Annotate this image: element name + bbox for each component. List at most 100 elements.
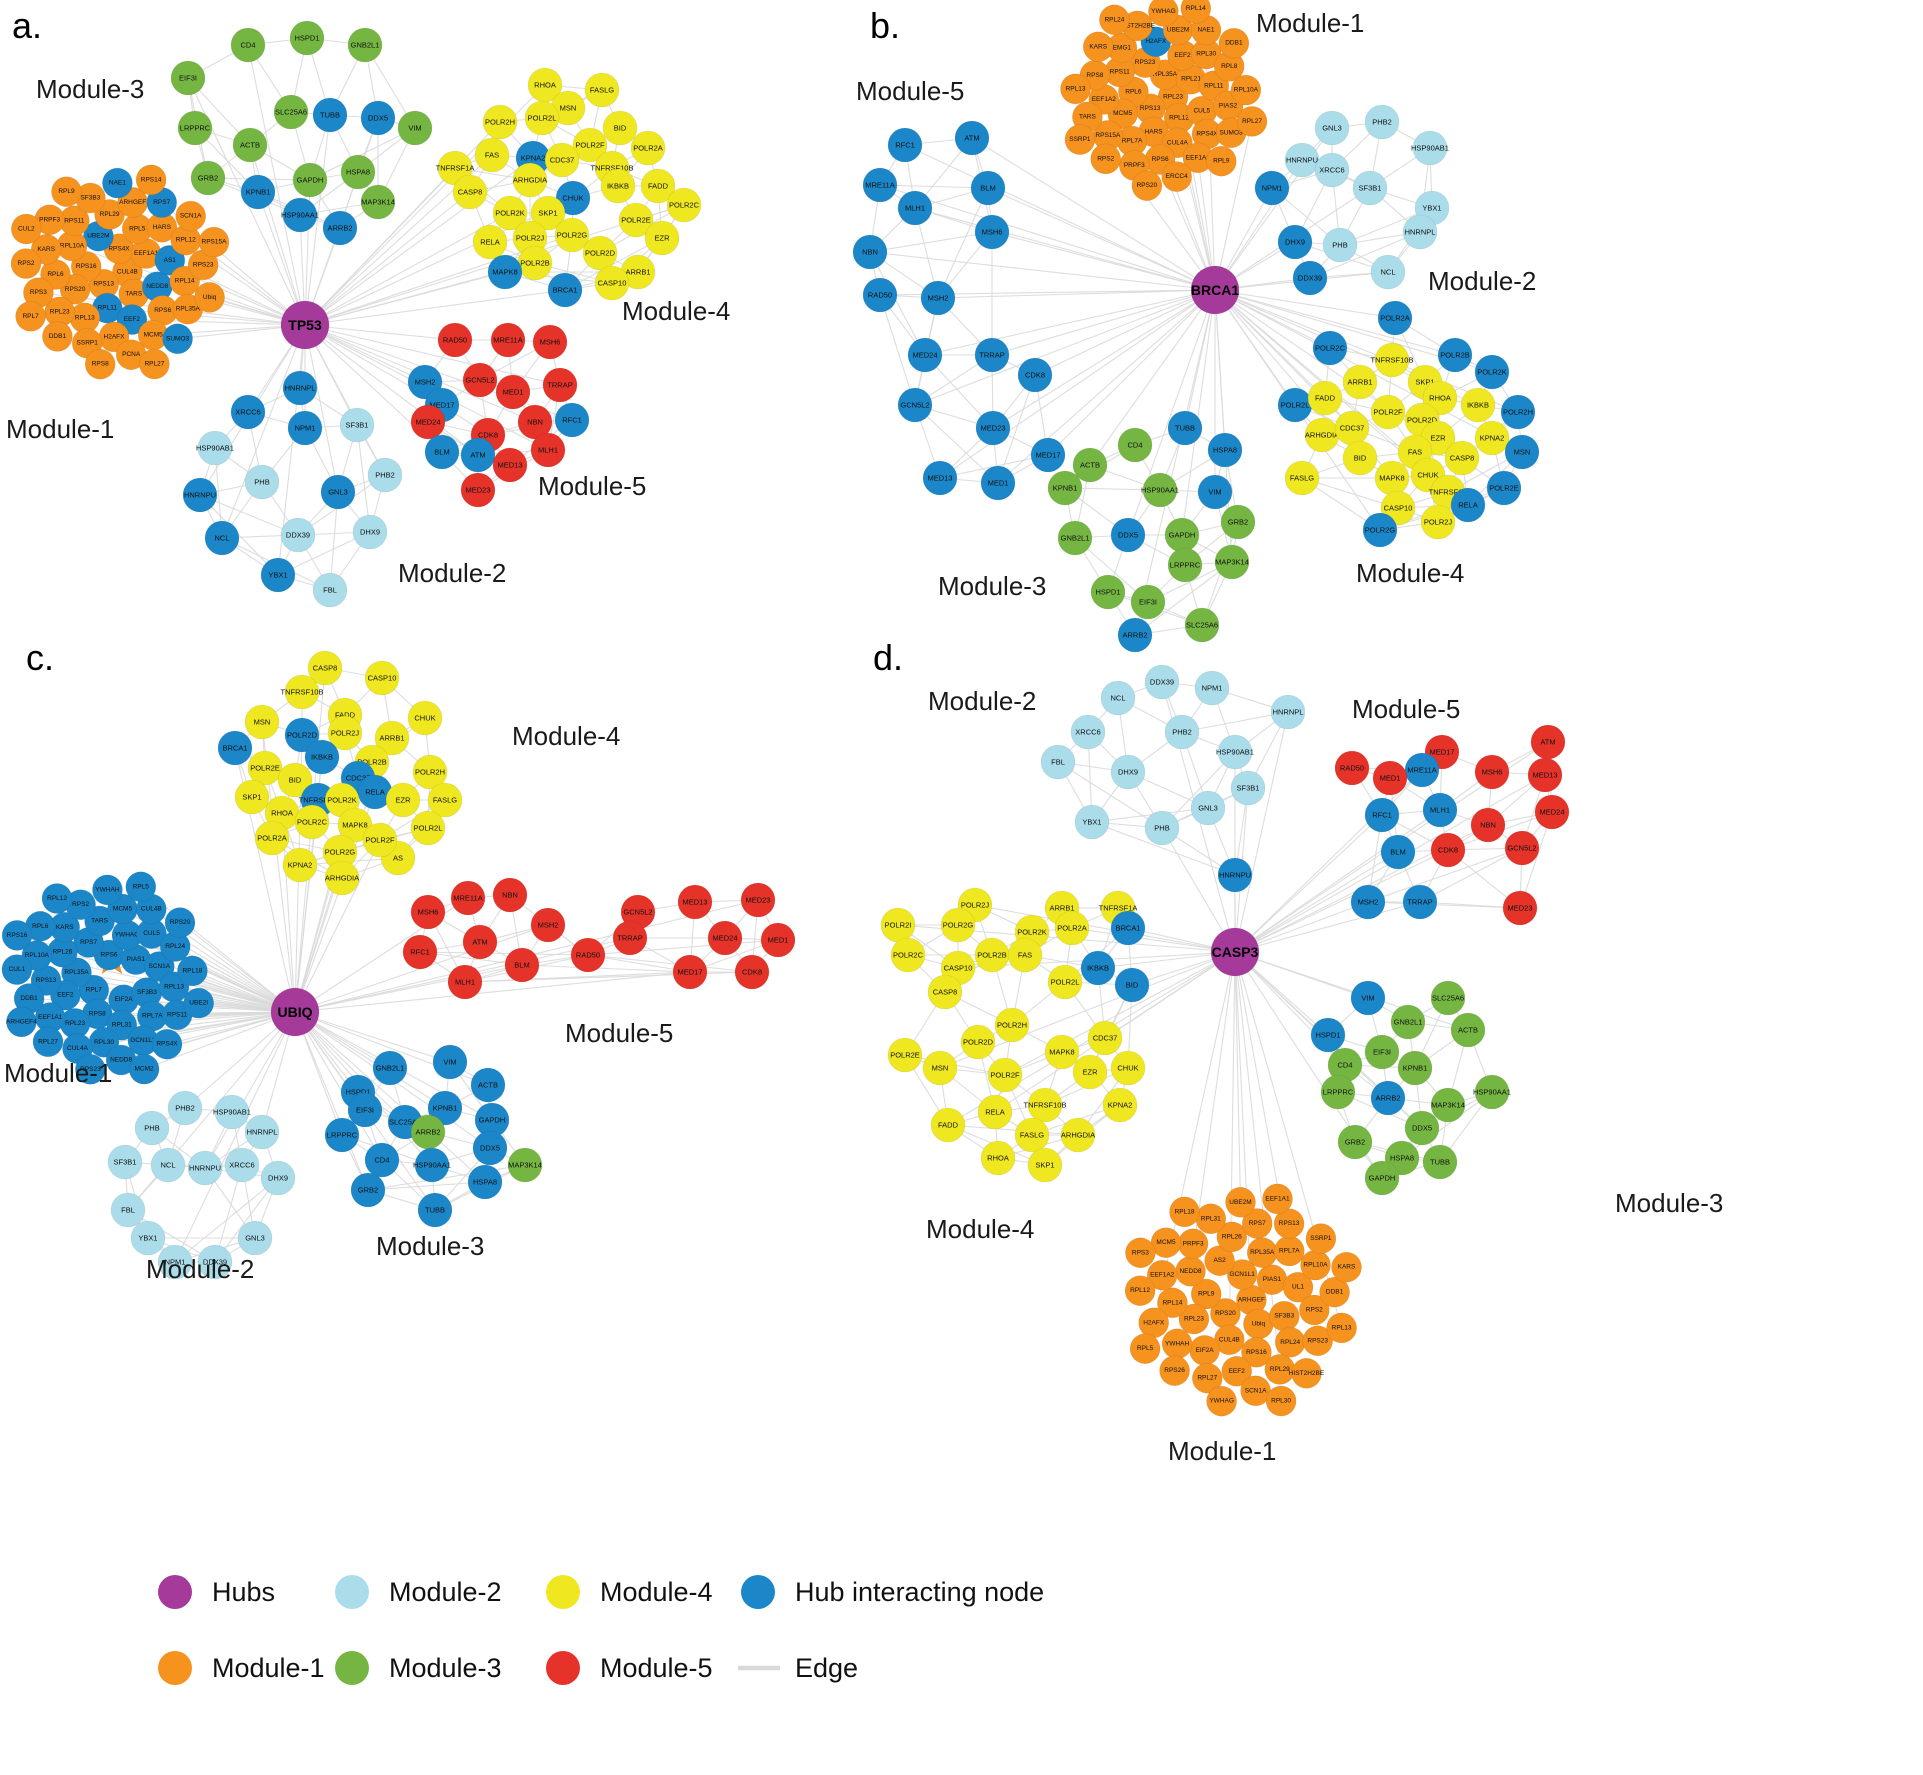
module-label: Module-3: [376, 1231, 484, 1261]
node: [462, 362, 498, 398]
node: [994, 1007, 1030, 1043]
node: [1190, 790, 1226, 826]
module-label: Module-2: [1428, 266, 1536, 296]
node: [980, 1140, 1016, 1176]
node: [922, 460, 958, 496]
edge: [294, 1011, 446, 1109]
edge: [304, 289, 566, 326]
node: [1110, 754, 1146, 790]
hub-label: CASP3: [1212, 944, 1259, 960]
node: [1350, 980, 1386, 1016]
edge: [564, 237, 663, 291]
hub-label: TP53: [288, 317, 322, 333]
node: [102, 167, 133, 199]
node: [487, 254, 523, 290]
legend-swatch-hubs: [158, 1575, 192, 1609]
node: [1380, 834, 1416, 870]
node: [707, 920, 743, 956]
node: [1474, 754, 1510, 790]
node: [1192, 1362, 1223, 1394]
node: [322, 210, 358, 246]
node: [570, 937, 606, 973]
node: [1177, 1228, 1209, 1260]
node: [197, 1244, 233, 1280]
panel-letter: a.: [12, 5, 42, 46]
node: [460, 472, 496, 508]
node: [1131, 170, 1163, 201]
node: [412, 754, 448, 790]
node: [410, 810, 446, 846]
node: [1074, 804, 1110, 840]
node: [1090, 574, 1126, 610]
module-group-module-3: GNB2L1VIMHSPD1ACTBEIF3ISLC25A6KPNB1ARRB2…: [324, 1044, 543, 1261]
node: [1102, 1087, 1138, 1123]
edge: [997, 374, 1036, 484]
node: [1080, 950, 1116, 986]
edge: [987, 187, 1216, 291]
node: [324, 1117, 360, 1153]
node: [897, 190, 933, 226]
node: [364, 660, 400, 696]
node: [1030, 437, 1066, 473]
module-group-module-2: GNL3PHB2HSP90AB1HNRNPUNPM1XRCC6SF3B1YBX1…: [1254, 104, 1536, 296]
edge: [304, 324, 456, 341]
node: [530, 907, 566, 943]
edge: [1091, 807, 1209, 823]
node: [1390, 1004, 1426, 1040]
edge: [294, 1011, 383, 1161]
node: [1422, 792, 1458, 828]
node: [1402, 214, 1438, 250]
edge: [184, 1011, 296, 1109]
node: [547, 272, 583, 308]
module-label: Module-4: [1356, 558, 1464, 588]
edge: [367, 1164, 526, 1191]
edge: [914, 289, 1216, 406]
node: [1060, 73, 1091, 105]
node: [1100, 680, 1136, 716]
node: [1082, 31, 1114, 63]
edge: [1367, 847, 1523, 903]
node: [284, 717, 320, 753]
node: [164, 907, 196, 938]
node: [1270, 694, 1306, 730]
node: [1236, 106, 1268, 137]
edge: [992, 289, 1216, 429]
node: [1430, 832, 1466, 868]
legend-label-hubs: Hubs: [212, 1577, 275, 1607]
edge: [367, 1181, 486, 1191]
node: [1246, 1237, 1278, 1268]
edge: [1071, 927, 1236, 953]
edge: [587, 939, 779, 956]
node: [6, 1006, 37, 1038]
edge: [304, 324, 479, 456]
edge: [1234, 951, 1252, 1301]
module-label: Module-1: [1256, 8, 1364, 38]
node: [289, 20, 325, 56]
node: [507, 1147, 543, 1183]
module-label: Module-3: [1615, 1188, 1723, 1218]
legend-label-hub-interacting: Hub interacting node: [795, 1577, 1044, 1607]
node: [1450, 487, 1486, 523]
node: [42, 321, 73, 352]
edge: [221, 324, 306, 539]
node: [495, 374, 531, 410]
node: [1047, 470, 1083, 506]
node: [618, 202, 654, 238]
node: [907, 337, 943, 373]
node: [84, 348, 116, 380]
node: [1422, 1144, 1458, 1180]
node: [1504, 434, 1540, 470]
node: [1527, 757, 1563, 793]
edge: [1153, 951, 1236, 1323]
node: [254, 820, 290, 856]
node: [234, 779, 270, 815]
node: [862, 167, 898, 203]
node: [362, 822, 398, 858]
edge: [1234, 951, 1281, 1370]
node: [1319, 1276, 1350, 1308]
edge: [249, 144, 306, 326]
node: [327, 715, 363, 751]
